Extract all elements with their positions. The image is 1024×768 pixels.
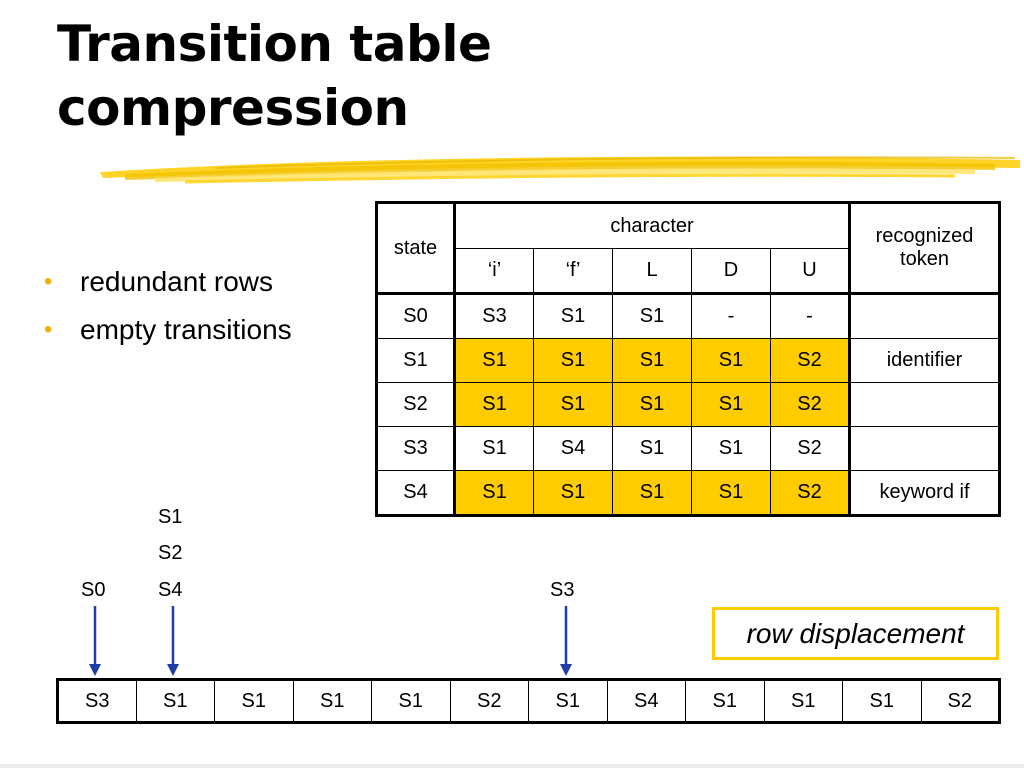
table-header-row: state character recognized token: [376, 202, 1000, 294]
transition-cell: S1: [454, 338, 534, 383]
transition-cell: S4: [533, 426, 613, 471]
bullet-list: • redundant rows • empty transitions: [44, 258, 292, 354]
transition-cell: S1: [691, 426, 771, 471]
displacement-row-table: S3 S1 S1 S1 S1 S2 S1 S4 S1 S1 S1 S2: [56, 678, 1001, 724]
state-header: state: [376, 202, 456, 294]
char-header: L: [612, 248, 692, 294]
char-header: U: [770, 248, 850, 294]
token-cell: keyword if: [848, 470, 1000, 516]
displacement-cell: S4: [606, 679, 686, 723]
transition-cell: S1: [454, 470, 534, 516]
bullet-text: redundant rows: [80, 266, 274, 297]
char-header: ‘f’: [533, 248, 613, 294]
pointer-label-s2: S2: [158, 542, 183, 564]
transition-cell: S1: [691, 382, 771, 427]
transition-cell: -: [691, 293, 771, 339]
highlighter-stroke: [100, 156, 1020, 184]
displacement-cell: S2: [920, 679, 1000, 723]
transition-cell: S2: [770, 338, 850, 383]
table-row: S4 S1 S1 S1 S1 S2 keyword if: [376, 470, 1000, 516]
token-cell: [848, 382, 1000, 427]
displacement-cell: S1: [135, 679, 215, 723]
down-arrow-icon: [167, 606, 179, 676]
transition-cell: S1: [533, 470, 613, 516]
table-row: S1 S1 S1 S1 S1 S2 identifier: [376, 338, 1000, 383]
displacement-cell: S1: [292, 679, 372, 723]
displacement-cell: S2: [449, 679, 529, 723]
bullet-dot: •: [44, 268, 53, 295]
bullet-item: • empty transitions: [44, 306, 292, 354]
transition-cell: S1: [533, 338, 613, 383]
transition-cell: S1: [533, 293, 613, 339]
down-arrow-icon: [560, 606, 572, 676]
transition-cell: S2: [770, 470, 850, 516]
state-cell: S3: [376, 426, 456, 471]
pointer-label-s1: S1: [158, 506, 183, 528]
transition-cell: S1: [454, 382, 534, 427]
transition-cell: S1: [533, 382, 613, 427]
displacement-cell: S1: [842, 679, 922, 723]
pointer-label-s3: S3: [550, 579, 575, 601]
char-header: ‘i’: [454, 248, 534, 294]
bullet-text: empty transitions: [80, 314, 292, 345]
state-cell: S4: [376, 470, 456, 516]
transition-cell: S1: [612, 470, 692, 516]
transition-cell: S3: [454, 293, 534, 339]
char-header: D: [691, 248, 771, 294]
bullet-item: • redundant rows: [44, 258, 292, 306]
transition-cell: S1: [612, 382, 692, 427]
displacement-cell: S3: [57, 679, 137, 723]
table-subheader-row: ‘i’ ‘f’ L D U: [376, 248, 1000, 294]
pointer-label-s0: S0: [81, 579, 106, 601]
bullet-dot: •: [44, 316, 53, 343]
displacement-cell: S1: [214, 679, 294, 723]
table-row: S2 S1 S1 S1 S1 S2: [376, 382, 1000, 427]
token-cell: identifier: [848, 338, 1000, 383]
displacement-cell: S1: [685, 679, 765, 723]
slide-title: Transition table compression: [57, 12, 677, 140]
token-header: recognized token: [848, 202, 1000, 294]
character-header: character: [454, 202, 850, 249]
displacement-cell: S1: [528, 679, 608, 723]
state-cell: S2: [376, 382, 456, 427]
transition-cell: S1: [691, 338, 771, 383]
slide-title-line-2: compression: [57, 79, 409, 137]
displacement-cell: S1: [763, 679, 843, 723]
transition-cell: S1: [691, 470, 771, 516]
slide-title-line-1: Transition table: [57, 15, 492, 73]
transition-cell: S1: [612, 293, 692, 339]
displacement-row: S3 S1 S1 S1 S1 S2 S1 S4 S1 S1 S1 S2: [57, 679, 1000, 723]
transition-cell: -: [770, 293, 850, 339]
down-arrow-icon: [89, 606, 101, 676]
table-row: S3 S1 S4 S1 S1 S2: [376, 426, 1000, 471]
transition-table: state character recognized token ‘i’ ‘f’…: [375, 201, 1001, 517]
state-cell: S1: [376, 338, 456, 383]
state-cell: S0: [376, 293, 456, 339]
displacement-cell: S1: [371, 679, 451, 723]
transition-cell: S2: [770, 426, 850, 471]
token-cell: [848, 293, 1000, 339]
transition-cell: S1: [454, 426, 534, 471]
table-row: S0 S3 S1 S1 - -: [376, 293, 1000, 339]
token-cell: [848, 426, 1000, 471]
row-displacement-label: row displacement: [712, 607, 999, 660]
transition-cell: S1: [612, 338, 692, 383]
footer-line: [0, 764, 1024, 768]
transition-cell: S1: [612, 426, 692, 471]
pointer-label-s4: S4: [158, 579, 183, 601]
transition-cell: S2: [770, 382, 850, 427]
